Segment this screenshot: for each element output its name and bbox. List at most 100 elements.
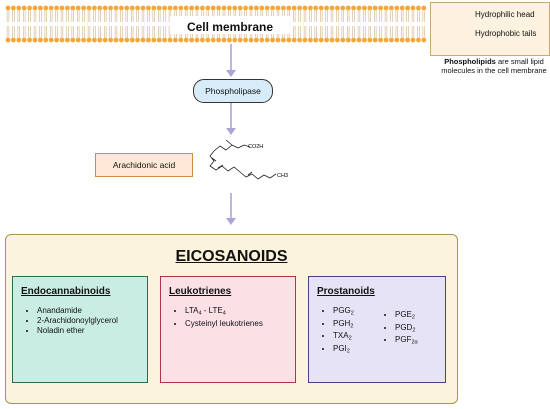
lipid-head bbox=[302, 5, 308, 11]
lipid-head bbox=[248, 37, 254, 43]
lipid-head bbox=[421, 37, 427, 43]
lipid-head bbox=[410, 37, 416, 43]
lipid-head bbox=[340, 5, 346, 11]
lipid-head bbox=[216, 5, 222, 11]
list-item: LTA4 - LTE4 bbox=[185, 306, 263, 319]
lipid-head bbox=[167, 37, 173, 43]
lipid-head bbox=[113, 37, 119, 43]
lipid-head bbox=[27, 37, 32, 43]
lipid-head bbox=[297, 5, 302, 11]
lipid-head bbox=[210, 37, 216, 43]
lipid-head bbox=[189, 5, 195, 11]
lipid-head bbox=[32, 5, 38, 11]
lipid-head bbox=[237, 5, 243, 11]
lipid-head bbox=[81, 5, 86, 11]
lipid-head bbox=[378, 37, 383, 43]
lipid-head bbox=[178, 37, 184, 43]
lipid-head bbox=[410, 5, 416, 11]
arachidonic-acid-node: Arachidonic acid bbox=[95, 153, 193, 177]
lipid-head bbox=[75, 37, 81, 43]
list-item: 2-Arachidonoylglycerol bbox=[37, 316, 118, 326]
lipid-head bbox=[81, 37, 86, 43]
lipid-head bbox=[286, 5, 292, 11]
lipid-head bbox=[335, 37, 340, 43]
lipid-head bbox=[367, 5, 373, 11]
lipid-head bbox=[200, 37, 205, 43]
lipid-head bbox=[5, 5, 11, 11]
phospholipase-label: Phospholipase bbox=[205, 86, 261, 96]
lipid-head bbox=[162, 37, 168, 43]
lipid-head bbox=[389, 37, 394, 43]
list-item: PGI2 bbox=[333, 344, 354, 357]
flow-arrow-3 bbox=[226, 193, 236, 225]
flow-arrow-1 bbox=[226, 44, 236, 77]
lipid-head bbox=[237, 37, 243, 43]
lipid-head bbox=[324, 5, 329, 11]
lipid-head bbox=[329, 5, 335, 11]
lipid-head bbox=[129, 37, 135, 43]
lipid-head bbox=[383, 37, 389, 43]
lipid-head bbox=[5, 37, 11, 43]
lipid-head bbox=[16, 5, 22, 11]
lipid-head bbox=[340, 37, 346, 43]
lipid-head bbox=[205, 37, 211, 43]
lipid-head bbox=[21, 37, 27, 43]
lipid-head bbox=[54, 5, 59, 11]
lipid-head bbox=[281, 37, 286, 43]
lipid-head bbox=[313, 37, 319, 43]
lipid-head bbox=[43, 5, 49, 11]
leukotrienes-card: Leukotrienes LTA4 - LTE4 Cysteinyl leuko… bbox=[160, 276, 296, 383]
lipid-head bbox=[189, 37, 195, 43]
lipid-head bbox=[38, 37, 43, 43]
lipid-head bbox=[151, 5, 157, 11]
lipid-head bbox=[194, 5, 200, 11]
lipid-head bbox=[329, 37, 335, 43]
lipid-head bbox=[308, 37, 313, 43]
lipid-head bbox=[221, 37, 227, 43]
lipid-head bbox=[351, 37, 356, 43]
lipid-head bbox=[86, 37, 92, 43]
lipid-head bbox=[243, 37, 249, 43]
lipid-head bbox=[264, 37, 270, 43]
lipid-head bbox=[345, 5, 351, 11]
lipid-head bbox=[275, 37, 281, 43]
lipid-head bbox=[405, 5, 410, 11]
lipid-head bbox=[210, 5, 216, 11]
lipid-head bbox=[183, 5, 189, 11]
lipid-head bbox=[394, 5, 400, 11]
list-item: PGD2 bbox=[395, 323, 418, 336]
phospholipid-caption-rest: are small lipid molecules in the cell me… bbox=[441, 57, 547, 75]
lipid-head bbox=[146, 5, 151, 11]
list-item: PGE2 bbox=[395, 310, 418, 323]
eicosanoids-title: EICOSANOIDS bbox=[175, 248, 288, 265]
methyl-group-label: CH3 bbox=[277, 173, 288, 179]
lipid-head bbox=[135, 5, 141, 11]
arachidonic-acid-label: Arachidonic acid bbox=[112, 160, 176, 170]
lipid-head bbox=[59, 5, 65, 11]
endocannabinoids-list: Anandamide 2-Arachidonoylglycerol Noladi… bbox=[13, 306, 118, 336]
lipid-head bbox=[54, 37, 59, 43]
lipid-head bbox=[183, 37, 189, 43]
lipid-head bbox=[59, 37, 65, 43]
list-item: TXA2 bbox=[333, 331, 354, 344]
lipid-head bbox=[372, 5, 378, 11]
lipid-head bbox=[416, 5, 421, 11]
lipid-head bbox=[270, 5, 275, 11]
lipid-head bbox=[140, 37, 146, 43]
list-item: PGH2 bbox=[333, 319, 354, 332]
lipid-head bbox=[378, 5, 383, 11]
lipid-head bbox=[156, 5, 162, 11]
lipid-head bbox=[16, 37, 22, 43]
list-item: Noladin ether bbox=[37, 326, 118, 336]
list-item: Cysteinyl leukotrienes bbox=[185, 319, 263, 329]
lipid-head bbox=[221, 5, 227, 11]
lipid-head bbox=[291, 5, 297, 11]
lipid-head bbox=[178, 5, 184, 11]
lipid-head bbox=[173, 37, 178, 43]
lipid-head bbox=[399, 5, 405, 11]
lipid-head bbox=[32, 37, 38, 43]
lipid-head bbox=[65, 5, 70, 11]
lipid-head bbox=[318, 5, 324, 11]
lipid-head bbox=[135, 37, 141, 43]
